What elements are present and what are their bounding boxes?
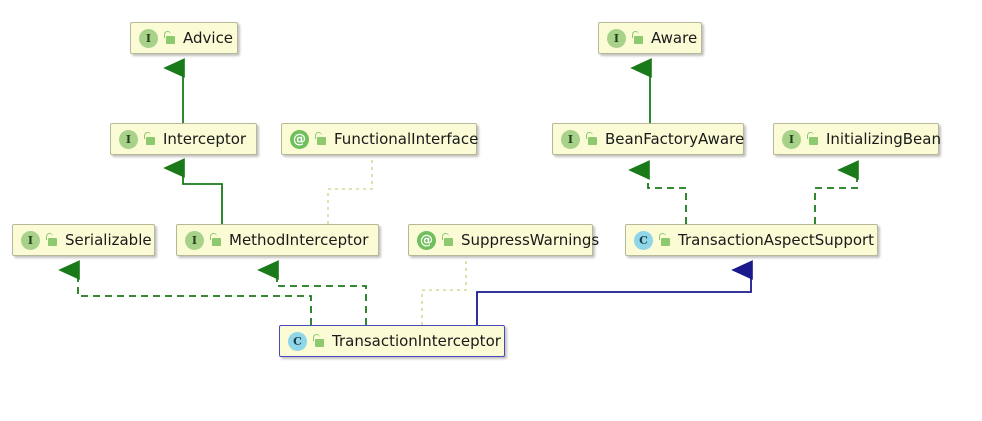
public-lock-icon [143,132,156,146]
interface-icon: I [561,129,580,149]
class-icon: C [634,230,653,250]
node-label: SuppressWarnings [461,230,600,249]
interface-icon: I [185,230,204,250]
edge-transactioninterceptor-implements-methodinterceptor [257,260,367,325]
node-label: TransactionInterceptor [332,331,501,350]
node-label: Aware [651,28,698,47]
public-lock-icon [209,233,222,247]
node-label: BeanFactoryAware [605,129,745,148]
public-lock-icon [806,132,819,146]
public-lock-icon [441,233,454,247]
node-interceptor[interactable]: I Interceptor [110,123,257,155]
node-label: FunctionalInterface [334,129,479,148]
node-beanfactoryaware[interactable]: I BeanFactoryAware [552,123,744,155]
public-lock-icon [631,31,644,45]
edge-methodinterceptor-extends-interceptor [163,158,223,224]
node-advice[interactable]: I Advice [130,22,238,54]
edge-transactioninterceptor-annotated-suppresswarnings [421,257,467,325]
node-methodinterceptor[interactable]: I MethodInterceptor [176,224,379,256]
interface-icon: I [139,28,158,48]
node-label: Serializable [65,230,152,249]
node-initializingbean[interactable]: I InitializingBean [773,123,941,155]
interface-icon: I [21,230,40,250]
public-lock-icon [312,334,325,348]
edge-methodinterceptor-annotated-functionalinterface [327,156,373,224]
interface-icon: I [782,129,801,149]
public-lock-icon [45,233,58,247]
edge-transactioninterceptor-implements-serializable [58,260,312,325]
node-label: TransactionAspectSupport [678,230,875,249]
annotation-icon: @ [290,129,309,149]
node-label: Interceptor [163,129,247,148]
node-aware[interactable]: I Aware [598,22,702,54]
edge-transactionaspectsupport-implements-initializingbean [814,160,859,224]
node-transactionaspectsupport[interactable]: C TransactionAspectSupport [625,224,878,256]
public-lock-icon [658,233,671,247]
node-label: Advice [183,28,234,47]
node-label: MethodInterceptor [229,230,369,249]
public-lock-icon [585,132,598,146]
class-icon: C [288,331,307,351]
node-suppresswarnings[interactable]: @ SuppressWarnings [408,224,599,256]
node-label: InitializingBean [826,129,941,148]
node-functionalinterface[interactable]: @ FunctionalInterface [281,123,479,155]
node-serializable[interactable]: I Serializable [12,224,155,256]
public-lock-icon [314,132,327,146]
public-lock-icon [163,31,176,45]
interface-icon: I [119,129,138,149]
edge-transactionaspectsupport-implements-beanfactoryaware [628,160,687,224]
edge-transactioninterceptor-extends-transactionaspectsupport [476,260,753,325]
interface-icon: I [607,28,626,48]
node-transactioninterceptor[interactable]: C TransactionInterceptor [279,325,505,357]
annotation-icon: @ [417,230,436,250]
